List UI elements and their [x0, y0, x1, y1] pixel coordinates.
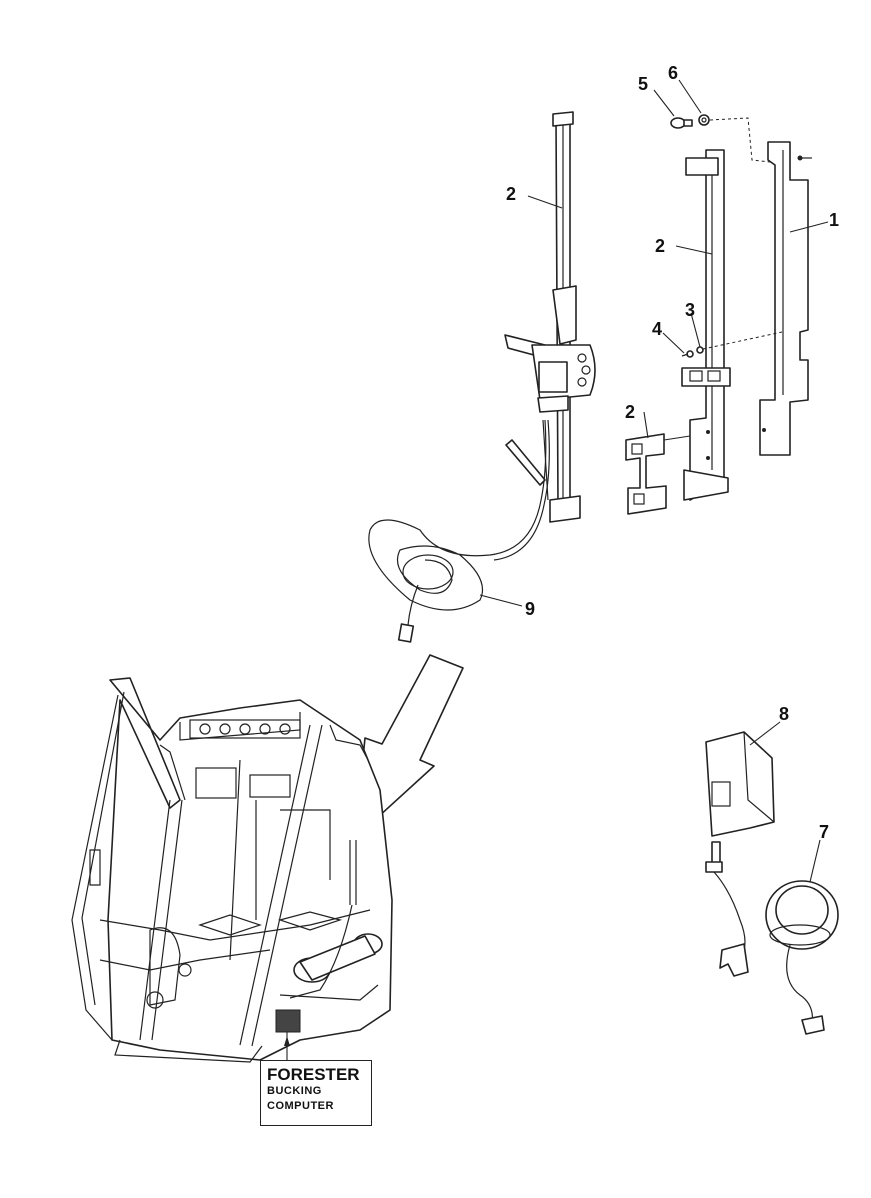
screw-and-washer-parts-5-6 [670, 114, 771, 163]
label-line-3: COMPUTER [267, 1100, 334, 1112]
callout-2-clamp: 2 [625, 402, 635, 422]
mounting-plate-part-1 [759, 141, 812, 456]
label-line-2: BUCKING [267, 1085, 322, 1097]
machine-cab [71, 677, 393, 1063]
rail-bracket-part-2 [681, 149, 731, 501]
callout-8: 8 [779, 704, 789, 724]
callout-1: 1 [829, 210, 839, 230]
callout-3: 3 [685, 300, 695, 320]
round-sensor-part-7 [765, 880, 839, 1035]
label-line-1: FORESTER [267, 1065, 360, 1084]
callout-2-caliper: 2 [506, 184, 516, 204]
clamp-bracket-part-2 [625, 433, 691, 515]
callout-6: 6 [668, 63, 678, 83]
callout-5: 5 [638, 74, 648, 94]
bucking-computer-label: FORESTER BUCKING COMPUTER [260, 1060, 372, 1126]
callout-7: 7 [819, 822, 829, 842]
callout-numbers: 1 2 2 2 3 4 5 6 7 8 9 [506, 63, 839, 842]
bucking-computer-unit [275, 1009, 301, 1060]
callout-2-rail: 2 [655, 236, 665, 256]
sensor-housing-part-8 [705, 731, 775, 977]
pointer-arrow [354, 654, 464, 839]
leader-lines [479, 79, 829, 883]
callout-9: 9 [525, 599, 535, 619]
caliper-assembly [504, 111, 596, 523]
callout-4: 4 [652, 319, 662, 339]
coiled-cable-part-9 [368, 419, 550, 643]
